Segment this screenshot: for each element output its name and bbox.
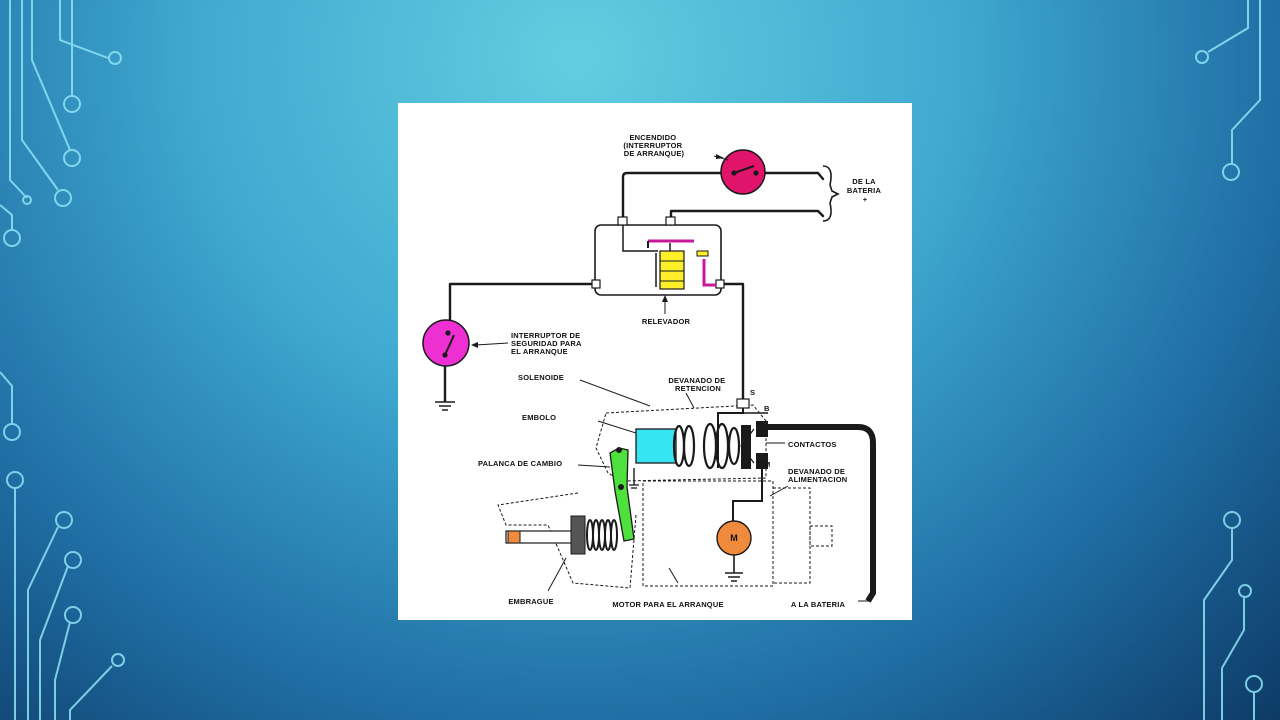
clutch-spring [586,519,618,551]
label-motor-arranque: MOTOR PARA EL ARRANQUE [612,600,723,609]
circuit-node-left-8 [6,471,24,489]
circuit-trace-right-4 [1221,598,1245,720]
circuit-node-left-1 [108,51,122,65]
pull-in-coil [672,422,741,470]
circuit-trace-right-3 [1203,528,1233,720]
label-terminal-b: B [764,404,770,413]
circuit-trace-left-10 [39,565,69,720]
circuit-node-left-4 [54,189,72,207]
starter-front-housing [497,492,637,589]
circuit-node-right-4 [1238,584,1252,598]
circuit-node-left-2 [63,95,81,113]
diagram-image-card: ENCENDIDO (INTERRUPTOR DE ARRANQUE) DE L… [398,103,912,620]
label-devanado-alimentacion: DEVANADO DE ALIMENTACION [788,467,847,484]
solenoid-housing-outline [595,404,767,482]
relay-coil [659,250,685,290]
circuit-node-right-2 [1222,163,1240,181]
label-motor-symbol: M [730,533,738,543]
circuit-node-left-6 [3,229,21,247]
wire-ignition-to-battery-top [754,171,825,181]
circuit-node-left-12 [111,653,125,667]
wire-relay-top-to-battery [669,209,825,222]
wire-relay-to-ignition [621,171,724,222]
circuit-node-right-5 [1245,675,1263,693]
relay-box [594,224,722,296]
safety-switch [422,319,470,367]
circuit-trace-left-6 [0,204,13,230]
ground-symbol-motor [725,572,743,582]
circuit-trace-right-1 [1207,0,1249,53]
label-terminal-m: M [764,460,770,469]
label-embrague: EMBRAGUE [508,597,553,606]
wire-relay-to-solenoid [720,282,745,401]
clutch-body [570,515,586,555]
circuit-node-right-1 [1195,50,1209,64]
ignition-switch [720,149,766,195]
circuit-node-left-9 [55,511,73,529]
circuit-trace-left-3 [31,0,71,151]
circuit-trace-left-1 [59,0,109,59]
label-embolo: EMBOLO [522,413,556,422]
label-relevador: RELEVADOR [642,317,691,326]
circuit-node-right-3 [1223,511,1241,529]
label-de-la-bateria: DE LA BATERIA + [847,177,883,204]
battery-cable [768,424,876,603]
circuit-trace-left-11 [54,621,71,720]
label-palanca: PALANCA DE CAMBIO [478,459,562,468]
starter-circuit-diagram: ENCENDIDO (INTERRUPTOR DE ARRANQUE) DE L… [422,133,883,609]
starter-motor-housing-outline [642,480,774,587]
circuit-trace-left-7 [0,371,13,424]
label-devanado-retencion: DEVANADO DE RETENCION [668,376,727,393]
label-solenoide: SOLENOIDE [518,373,564,382]
label-terminal-s: S [750,388,755,397]
circuit-node-left-3 [63,149,81,167]
circuit-trace-right-2 [1231,0,1261,164]
circuit-trace-left-5 [9,0,28,199]
wire-relay-to-safety [448,282,596,327]
circuit-node-left-10 [64,551,82,569]
battery-brace [822,165,840,222]
shift-lever [609,447,635,542]
circuit-trace-left-12 [69,665,113,720]
circuit-node-left-7 [3,423,21,441]
label-a-la-bateria: A LA BATERIA [791,600,846,609]
plunger [635,428,677,464]
label-interruptor-seguridad: INTERRUPTOR DE SEGURIDAD PARA EL ARRANQU… [511,331,584,356]
relay-contact-lead [702,259,716,287]
label-contactos: CONTACTOS [788,440,837,449]
circuit-node-left-11 [64,606,82,624]
ground-symbol-safety [435,401,455,411]
circuit-trace-left-9 [27,526,59,720]
circuit-trace-left-4 [21,0,59,191]
label-encendido: ENCENDIDO (INTERRUPTOR DE ARRANQUE) [623,133,684,158]
circuit-node-left-5 [22,195,32,205]
